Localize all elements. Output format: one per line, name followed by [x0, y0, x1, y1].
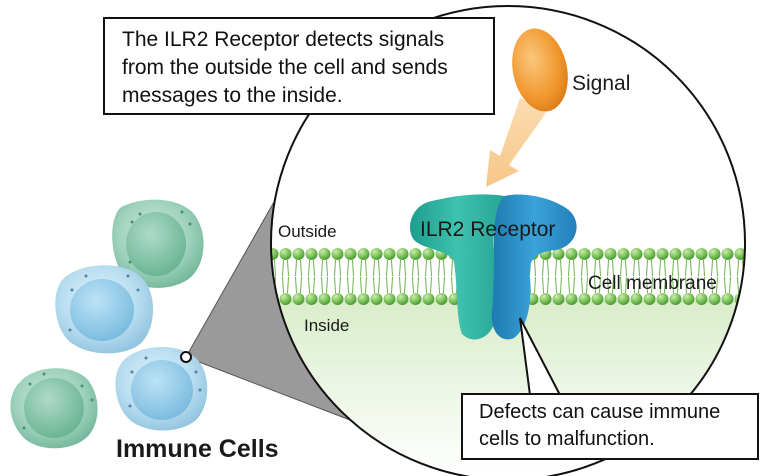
zoom-origin-marker — [180, 351, 192, 363]
callout-top-line-1: The ILR2 Receptor detects signals — [122, 28, 445, 51]
receptor-label: ILR2 Receptor — [420, 218, 555, 241]
immune-cell-icon — [115, 346, 208, 431]
immune-cell-icon — [112, 199, 204, 288]
inside-label: Inside — [304, 316, 349, 335]
callout-top: The ILR2 Receptor detects signals from t… — [103, 17, 495, 115]
outside-label: Outside — [278, 222, 337, 241]
callout-bottom-line-2: cells to malfunction. — [479, 428, 655, 450]
signal-label: Signal — [572, 72, 630, 95]
receptor-protein-icon — [410, 194, 577, 340]
signal-arrow — [486, 98, 546, 187]
signal-molecule-icon — [512, 28, 568, 112]
immune-cell-icon — [55, 265, 154, 354]
callout-bottom-line-1: Defects can cause immune — [479, 401, 721, 423]
immune-cell-icon — [10, 368, 98, 449]
immune-cells-label: Immune Cells — [116, 435, 279, 463]
callout-top-line-2: from the outside the cell and sends — [122, 56, 448, 79]
callout-top-line-3: messages to the inside. — [122, 84, 343, 107]
membrane-label: Cell membrane — [588, 273, 717, 294]
callout-bottom: Defects can cause immune cells to malfun… — [461, 393, 759, 460]
